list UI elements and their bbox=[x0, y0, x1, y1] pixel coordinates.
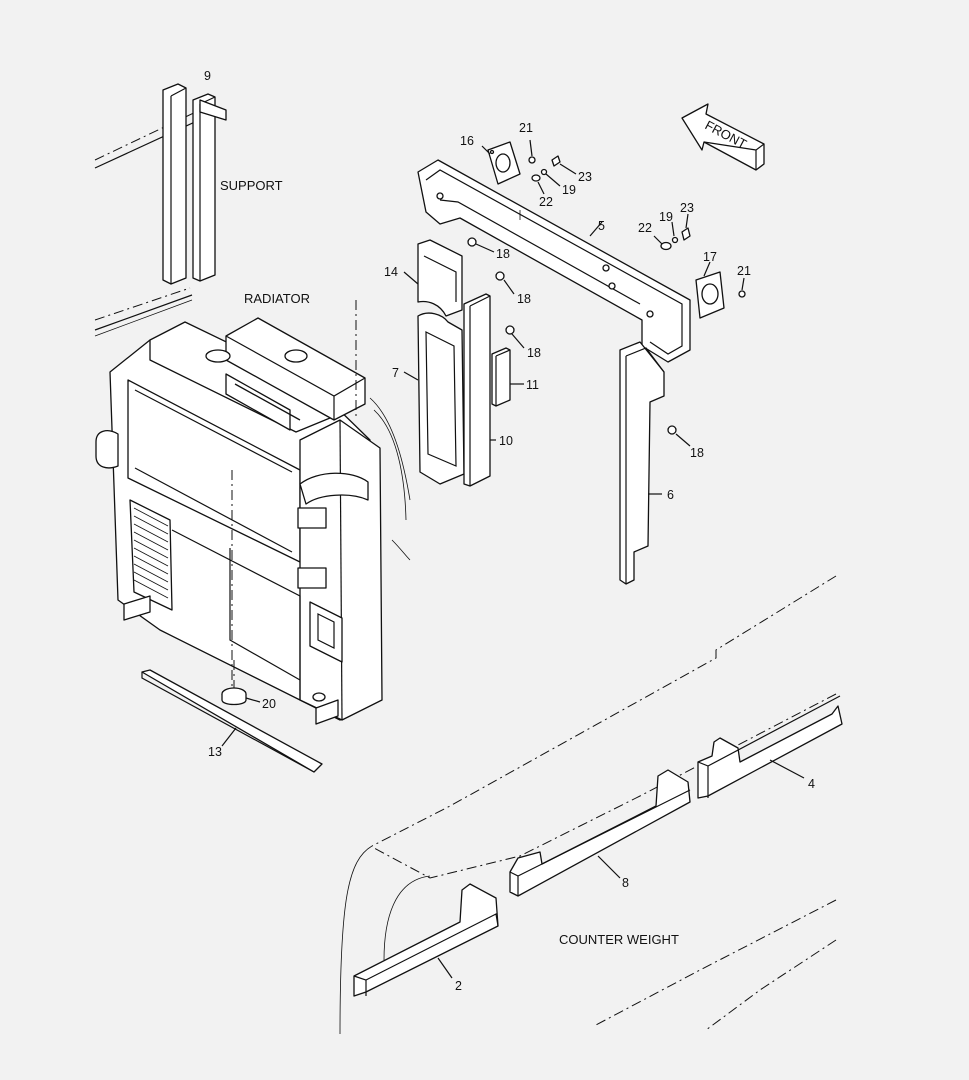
callout-23-right: 23 bbox=[680, 201, 694, 215]
plate-part-17 bbox=[695, 261, 725, 319]
seal-part-14 bbox=[403, 239, 463, 317]
callout-18-c: 18 bbox=[527, 346, 541, 360]
fasteners bbox=[467, 139, 746, 447]
caption-counter-weight: COUNTER WEIGHT bbox=[559, 932, 679, 947]
weight-part-2 bbox=[353, 883, 499, 997]
callout-19-left: 19 bbox=[562, 183, 576, 197]
callout-22-right: 22 bbox=[638, 221, 652, 235]
callout-20: 20 bbox=[262, 697, 276, 711]
block-part-11 bbox=[491, 347, 524, 407]
callout-23-left: 23 bbox=[578, 170, 592, 184]
callout-5: 5 bbox=[598, 219, 605, 233]
callout-17: 17 bbox=[703, 250, 717, 264]
callout-22-left: 22 bbox=[539, 195, 553, 209]
bar-part-10 bbox=[463, 293, 496, 487]
caption-support: SUPPORT bbox=[220, 178, 283, 193]
callout-9: 9 bbox=[204, 69, 211, 83]
callout-19-right: 19 bbox=[659, 210, 673, 224]
callout-2: 2 bbox=[455, 979, 462, 993]
callout-18-b: 18 bbox=[517, 292, 531, 306]
plug-part-20 bbox=[221, 660, 261, 706]
seal-strip-part-13 bbox=[141, 669, 323, 773]
plate-part-16 bbox=[481, 141, 521, 185]
callout-4: 4 bbox=[808, 777, 815, 791]
column-part-6 bbox=[619, 341, 665, 585]
callout-18-d: 18 bbox=[690, 446, 704, 460]
callout-21-left: 21 bbox=[519, 121, 533, 135]
callout-18-a: 18 bbox=[496, 247, 510, 261]
callout-6: 6 bbox=[667, 488, 674, 502]
radiator-assembly bbox=[95, 300, 411, 725]
cooler-fins bbox=[133, 507, 169, 599]
front-arrow bbox=[681, 103, 765, 171]
callout-13: 13 bbox=[208, 745, 222, 759]
callout-8: 8 bbox=[622, 876, 629, 890]
seal-part-7 bbox=[403, 312, 465, 485]
support-part-9 bbox=[94, 83, 227, 337]
callout-14: 14 bbox=[384, 265, 398, 279]
caption-radiator: RADIATOR bbox=[244, 291, 310, 306]
callout-16: 16 bbox=[460, 134, 474, 148]
callout-11: 11 bbox=[526, 378, 539, 392]
callout-7: 7 bbox=[392, 366, 399, 380]
callout-21-right: 21 bbox=[737, 264, 751, 278]
weight-part-4 bbox=[697, 695, 843, 799]
callout-10: 10 bbox=[499, 434, 513, 448]
weight-part-8 bbox=[509, 769, 691, 897]
